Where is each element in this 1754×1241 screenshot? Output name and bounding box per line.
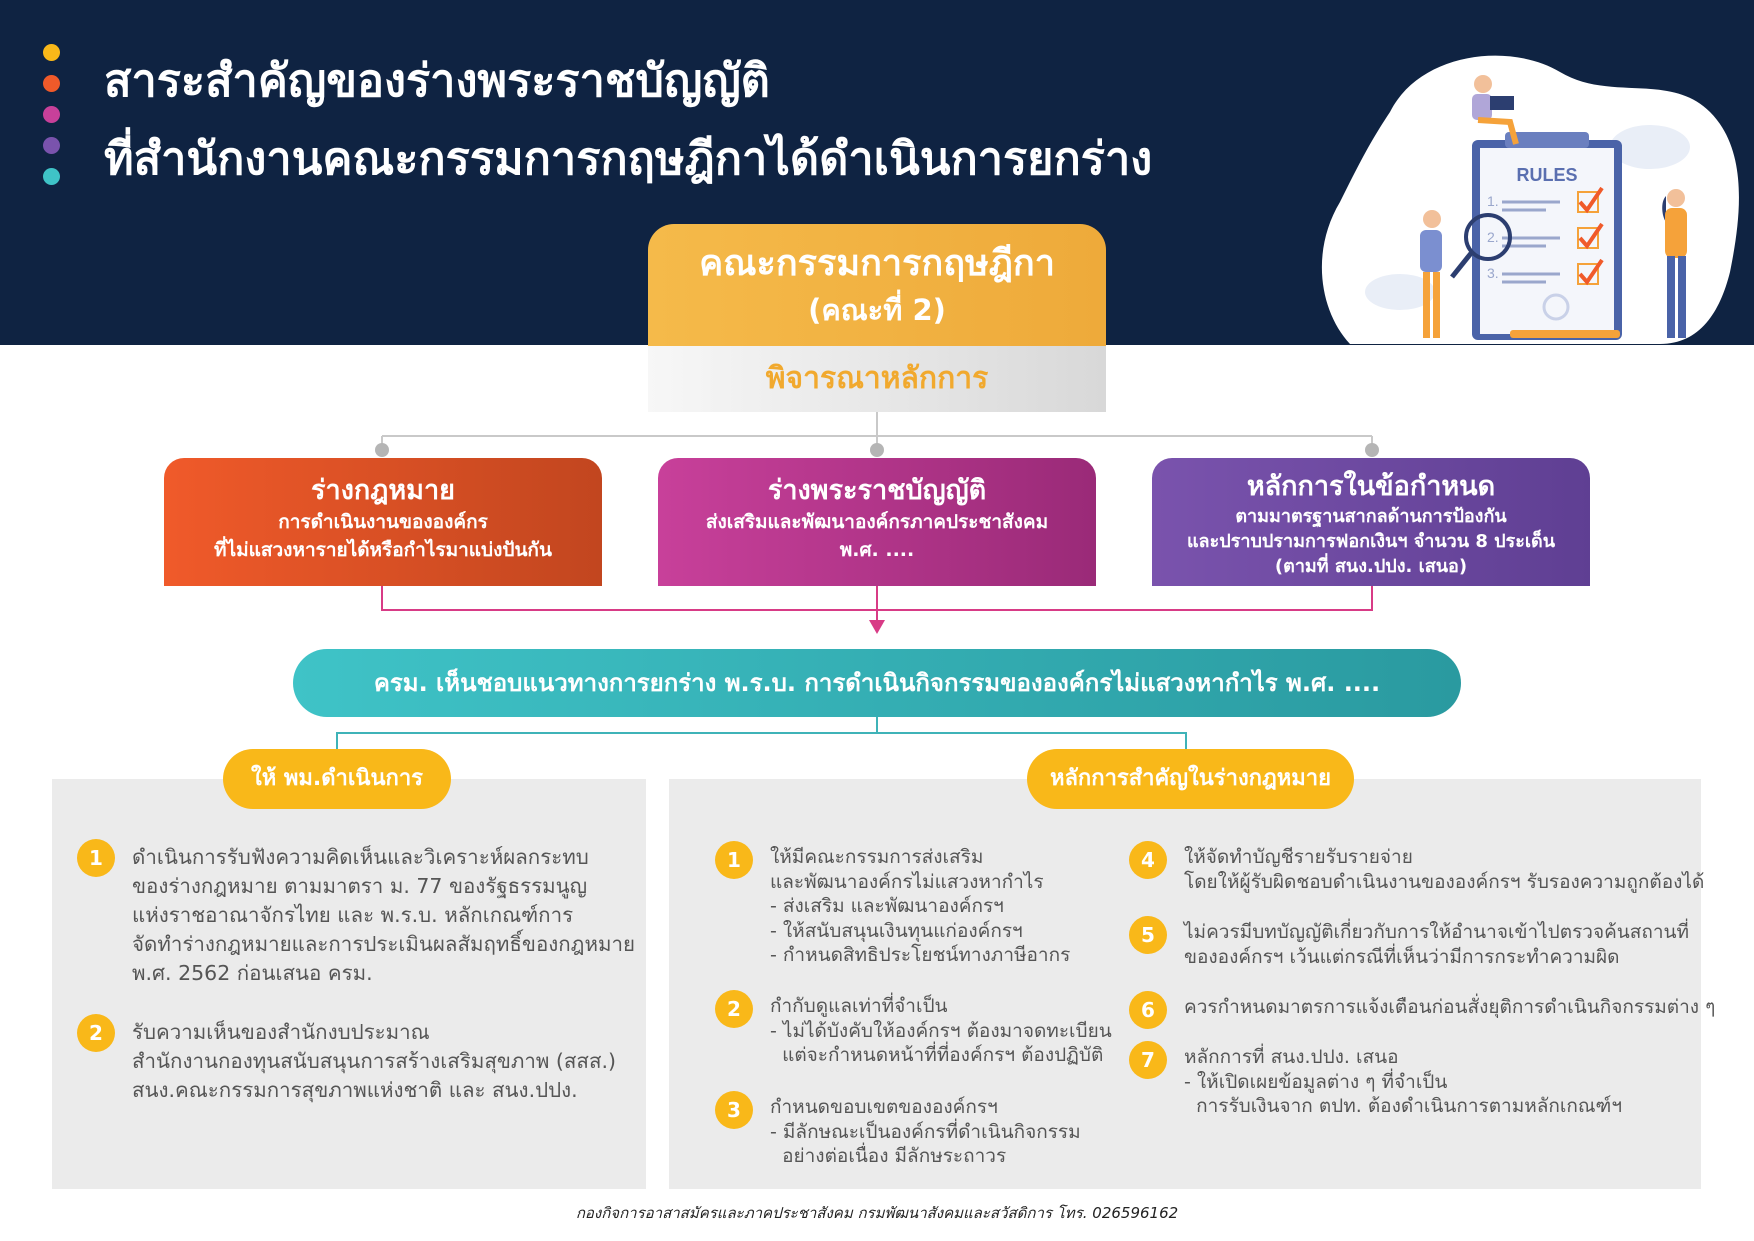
item-line: สนง.คณะกรรมการสุขภาพแห่งชาติ และ สนง.ปปง…: [132, 1078, 578, 1102]
branch-line: การดำเนินงานขององค์กร: [278, 511, 488, 533]
item-line: แห่งราชอาณาจักรไทย และ พ.ร.บ. หลักเกณฑ์ก…: [132, 903, 574, 927]
decorative-dots: [43, 44, 61, 199]
illustration-number-1: 1.: [1487, 193, 1499, 209]
branch-title: ร่างพระราชบัญญัติ: [767, 475, 987, 506]
list-item: 2 รับความเห็นของสำนักงบประมาณ สำนักงานกอ…: [77, 1014, 616, 1105]
item-line: กำหนดขอบเขตขององค์กรฯ: [770, 1096, 998, 1118]
list-item: 3 กำหนดขอบเขตขององค์กรฯ - มีลักษณะเป็นอง…: [715, 1091, 1081, 1169]
item-line: - ให้สนับสนุนเงินทุนแก่องค์กรฯ: [770, 919, 1023, 942]
item-number: 7: [1129, 1041, 1167, 1079]
person-standing-right: [1662, 189, 1687, 338]
branch-title: หลักการในข้อกำหนด: [1246, 471, 1496, 502]
page-title: สาระสำคัญของร่างพระราชบัญญัติ ที่สำนักงา…: [104, 42, 1334, 198]
branch-line: พ.ศ. ....: [839, 539, 915, 561]
item-line: ของร่างกฎหมาย ตามมาตรา ม. 77 ของรัฐธรรมน…: [132, 874, 588, 898]
list-item: 5 ไม่ควรมีบทบัญญัติเกี่ยวกับการให้อำนาจเ…: [1129, 916, 1690, 969]
list-item: 7 หลักการที่ สนง.ปปง. เสนอ - ให้เปิดเผยข…: [1129, 1041, 1622, 1119]
item-number: 2: [77, 1014, 115, 1052]
clipboard-clip: [1505, 132, 1589, 148]
person-with-magnifier: [1420, 210, 1442, 338]
item-number: 4: [1129, 841, 1167, 879]
committee-action: พิจารณาหลักการ: [648, 346, 1106, 412]
page-title-line-1: สาระสำคัญของร่างพระราชบัญญัติ: [104, 54, 770, 107]
item-line: การรับเงินจาก ตปท. ต้องดำเนินการตามหลักเ…: [1184, 1095, 1622, 1117]
item-line: - ไม่ได้บังคับให้องค์กรฯ ต้องมาจดทะเบียน: [770, 1019, 1112, 1042]
check-mark-icon: [1577, 186, 1604, 286]
item-line: ควรกำหนดมาตรการแจ้งเตือนก่อนสั่งยุติการด…: [1184, 996, 1716, 1018]
committee-box: คณะกรรมการกฤษฎีกา (คณะที่ 2): [648, 224, 1106, 346]
magnifier-icon: [1464, 213, 1512, 261]
item-line: ไม่ควรมีบทบัญญัติเกี่ยวกับการให้อำนาจเข้…: [1184, 921, 1690, 943]
arrow-down-icon: [869, 620, 885, 634]
item-line: ดำเนินการรับฟังความคิดเห็นและวิเคราะห์ผล…: [132, 845, 589, 869]
item-line: และพัฒนาองค์กรไม่แสวงหากำไร: [770, 870, 1044, 893]
item-line: อย่างต่อเนื่อง มีลักษระถาวร: [770, 1145, 1007, 1167]
item-line: - กำหนดสิทธิประโยชน์ทางภาษีอากร: [770, 944, 1071, 966]
illustration-number-2: 2.: [1487, 229, 1499, 245]
item-line: พ.ศ. 2562 ก่อนเสนอ ครม.: [132, 961, 373, 985]
dot-magenta: [43, 106, 60, 123]
item-line: - มีลักษณะเป็นองค์กรที่ดำเนินกิจกรรม: [770, 1120, 1081, 1143]
item-line: รับความเห็นของสำนักงบประมาณ: [132, 1020, 430, 1044]
left-panel: [52, 779, 646, 1189]
footer-contact: กองกิจการอาสาสมัครและภาคประชาสังคม กรมพั…: [575, 1204, 1179, 1222]
item-line: - ให้เปิดเผยข้อมูลต่าง ๆ ที่จำเป็น: [1184, 1070, 1448, 1093]
item-line: ให้จัดทำบัญชีรายรับรายจ่าย: [1184, 846, 1413, 868]
item-line: ให้มีคณะกรรมการส่งเสริม: [770, 846, 984, 868]
branch-line: ที่ไม่แสวงหารายได้หรือกำไรมาแบ่งปันกัน: [214, 539, 552, 561]
rules-checklist-illustration: RULES 1. 2. 3.: [1321, 55, 1739, 344]
item-line: โดยให้ผู้รับผิดชอบดำเนินงานขององค์กรฯ รั…: [1184, 870, 1705, 893]
item-number: 5: [1129, 916, 1167, 954]
dot-yellow: [43, 44, 60, 61]
branch-line: ส่งเสริมและพัฒนาองค์กรภาคประชาสังคม: [705, 511, 1049, 533]
item-line: กำกับดูแลเท่าที่จำเป็น: [770, 995, 948, 1017]
branch-title: ร่างกฎหมาย: [311, 475, 455, 506]
leaf-shape: [1610, 125, 1690, 169]
connector-node: [1365, 443, 1379, 457]
branch-line: และปราบปรามการฟอกเงินฯ จำนวน 8 ประเด็น: [1186, 531, 1556, 552]
item-number: 6: [1129, 991, 1167, 1029]
illustration-rules-label: RULES: [1516, 165, 1577, 185]
item-line: แต่จะกำหนดหน้าที่ที่องค์กรฯ ต้องปฏิบัติ: [770, 1044, 1104, 1066]
branch-draft-law: ร่างกฎหมาย การดำเนินงานขององค์กร ที่ไม่แ…: [164, 458, 602, 586]
dot-teal: [43, 168, 60, 185]
pencil-icon: [1510, 330, 1620, 338]
connector-node: [870, 443, 884, 457]
item-line: ขององค์กรฯ เว้นแต่กรณีที่เห็นว่ามีการกระ…: [1184, 945, 1620, 968]
badge-icon: [1542, 293, 1570, 321]
branch-line: (ตามที่ สนง.ปปง. เสนอ): [1274, 556, 1468, 577]
right-panel: [669, 779, 1701, 1189]
item-line: หลักการที่ สนง.ปปง. เสนอ: [1184, 1046, 1399, 1068]
branch-principles: หลักการในข้อกำหนด ตามมาตรฐานสากลด้านการป…: [1152, 458, 1590, 586]
item-line: จัดทำร่างกฎหมายและการประเมินผลสัมฤทธิ์ขอ…: [132, 932, 635, 956]
list-item: 1 ดำเนินการรับฟังความคิดเห็นและวิเคราะห์…: [77, 839, 635, 988]
branch-draft-act: ร่างพระราชบัญญัติ ส่งเสริมและพัฒนาองค์กร…: [658, 458, 1096, 586]
item-number: 3: [715, 1091, 753, 1129]
cabinet-approval-banner: ครม. เห็นชอบแนวทางการยกร่าง พ.ร.บ. การดำ…: [293, 649, 1461, 717]
committee-session: (คณะที่ 2): [808, 293, 946, 327]
leaf-shape: [1365, 274, 1435, 310]
committee-name: คณะกรรมการกฤษฎีกา: [699, 243, 1055, 284]
list-item: 6 ควรกำหนดมาตรการแจ้งเตือนก่อนสั่งยุติกา…: [1129, 991, 1716, 1029]
branch-line: ตามมาตรฐานสากลด้านการป้องกัน: [1235, 506, 1507, 527]
connector-node: [375, 443, 389, 457]
item-line: สำนักงานกองทุนสนับสนุนการสร้างเสริมสุขภา…: [132, 1049, 616, 1073]
item-number: 1: [77, 839, 115, 877]
item-line: - ส่งเสริม และพัฒนาองค์กรฯ: [770, 895, 1004, 917]
right-panel-heading: หลักการสำคัญในร่างกฎหมาย: [1027, 749, 1354, 809]
dot-orange: [43, 75, 60, 92]
left-panel-heading: ให้ พม.ดำเนินการ: [223, 749, 451, 809]
page-title-line-2: ที่สำนักงานคณะกรรมการกฤษฎีกาได้ดำเนินการ…: [104, 132, 1153, 185]
person-sitting-with-laptop: [1472, 75, 1519, 145]
item-number: 2: [715, 990, 753, 1028]
illustration-number-3: 3.: [1487, 265, 1499, 281]
list-item: 2 กำกับดูแลเท่าที่จำเป็น - ไม่ได้บังคับใ…: [715, 990, 1112, 1068]
list-item: 1 ให้มีคณะกรรมการส่งเสริม และพัฒนาองค์กร…: [715, 841, 1071, 968]
item-number: 1: [715, 841, 753, 879]
list-item: 4 ให้จัดทำบัญชีรายรับรายจ่าย โดยให้ผู้รั…: [1129, 841, 1705, 894]
dot-purple: [43, 137, 60, 154]
